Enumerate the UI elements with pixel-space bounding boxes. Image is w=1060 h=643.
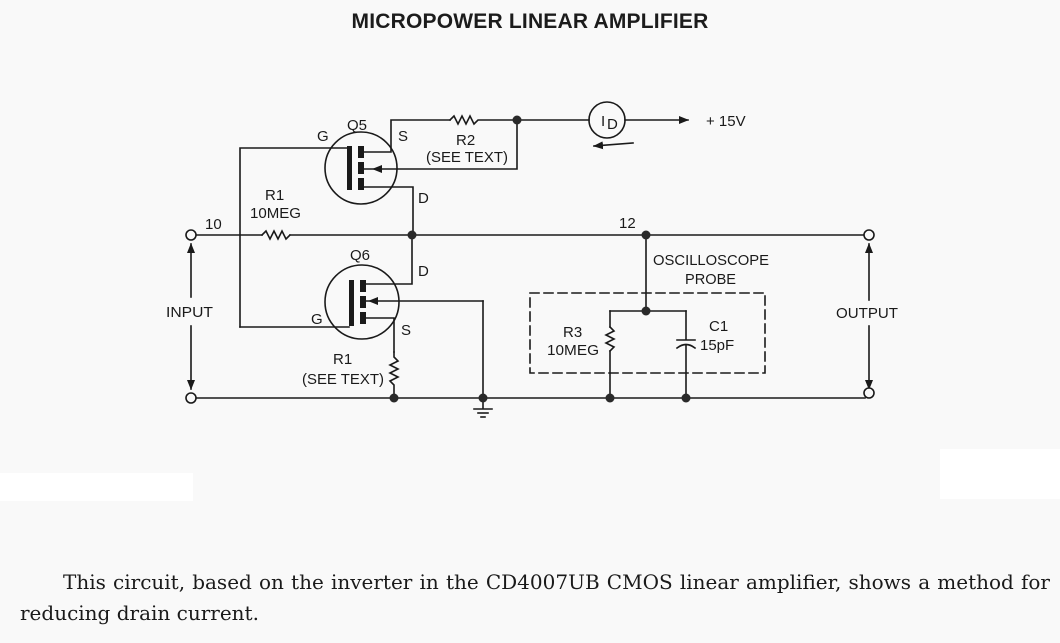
q6-gate-label: G bbox=[311, 311, 323, 328]
q6-source-label: S bbox=[401, 322, 411, 339]
output-label: OUTPUT bbox=[836, 305, 898, 322]
r1-source-value: (SEE TEXT) bbox=[302, 371, 384, 388]
q5-label: Q5 bbox=[347, 117, 367, 134]
q5-transistor bbox=[239, 119, 451, 328]
r1-input-resistor bbox=[260, 229, 292, 241]
supply-label: + 15V bbox=[706, 113, 746, 130]
node-12-label: 12 bbox=[619, 215, 636, 232]
r2-value: (SEE TEXT) bbox=[426, 149, 508, 166]
q6-label: Q6 bbox=[350, 247, 370, 264]
terminal-icon bbox=[185, 229, 875, 404]
r1-source-resistor bbox=[388, 351, 400, 399]
probe-label-line2: PROBE bbox=[685, 271, 736, 288]
c1-value: 15pF bbox=[700, 337, 734, 354]
current-arrow-icon bbox=[593, 141, 634, 150]
junction-dot-icon bbox=[389, 115, 691, 403]
q5-source-label: S bbox=[398, 128, 408, 145]
ammeter-symbol: I bbox=[601, 113, 605, 130]
r3-resistor bbox=[604, 325, 616, 353]
r1-input-value: 10MEG bbox=[250, 205, 301, 222]
circuit-schematic: Q5 G S D R2 (SEE TEXT) I D + 15V R1 10ME… bbox=[166, 101, 898, 418]
r2-label: R2 bbox=[456, 132, 475, 149]
scan-patch-right bbox=[940, 449, 1060, 499]
r3-value: 10MEG bbox=[547, 342, 599, 359]
r1-source-label: R1 bbox=[333, 351, 352, 368]
q5-drain-label: D bbox=[418, 190, 429, 207]
r3-label: R3 bbox=[563, 324, 582, 341]
diagram-title: MICROPOWER LINEAR AMPLIFIER bbox=[351, 10, 709, 33]
scan-patch-left bbox=[0, 473, 193, 501]
probe-box bbox=[529, 292, 766, 374]
ammeter-subscript: D bbox=[607, 116, 618, 133]
input-label: INPUT bbox=[166, 304, 213, 321]
q6-drain-label: D bbox=[418, 263, 429, 280]
node-10-label: 10 bbox=[205, 216, 222, 233]
r2-resistor bbox=[448, 114, 518, 126]
q6-transistor bbox=[239, 234, 484, 399]
q5-gate-label: G bbox=[317, 128, 329, 145]
c1-label: C1 bbox=[709, 318, 728, 335]
probe-label-line1: OSCILLOSCOPE bbox=[653, 252, 769, 269]
caption-paragraph: This circuit, based on the inverter in t… bbox=[20, 570, 1050, 625]
r1-input-label: R1 bbox=[265, 187, 284, 204]
